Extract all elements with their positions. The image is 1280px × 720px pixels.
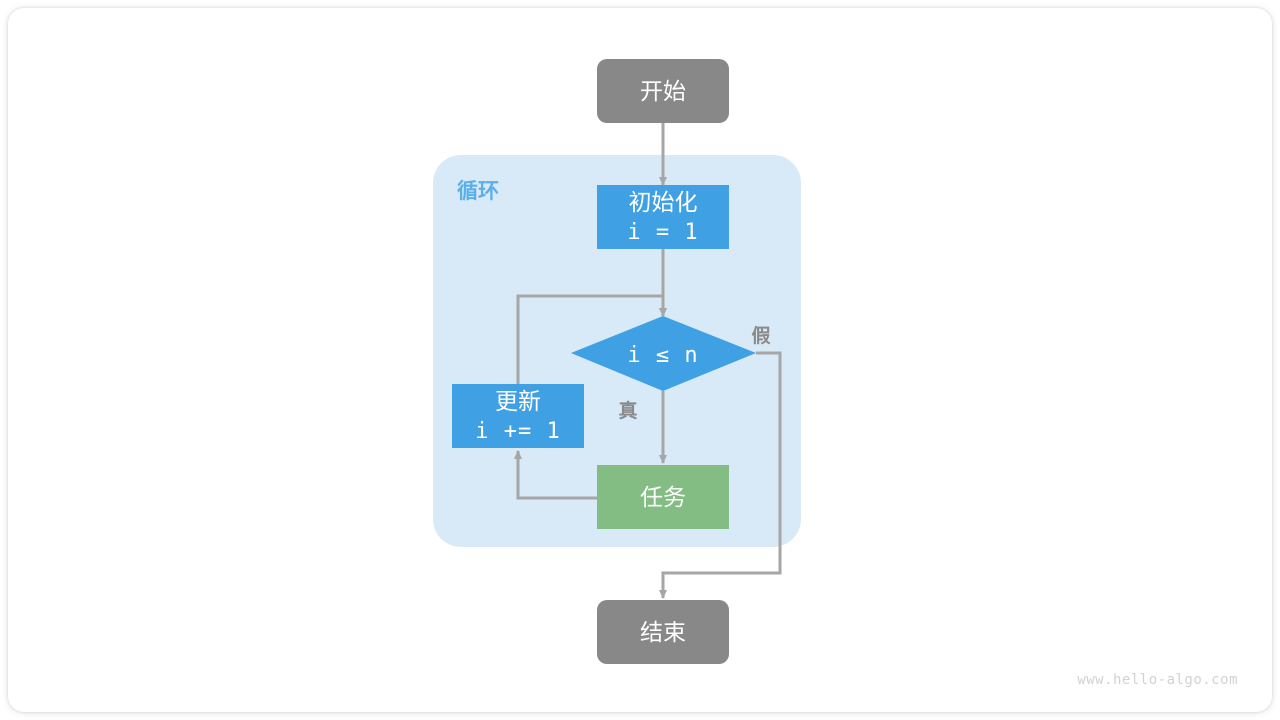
node-init-label: 初始化 — [629, 189, 698, 215]
node-start[interactable]: 开始 — [597, 59, 729, 123]
node-update-code: i += 1 — [475, 419, 560, 444]
node-condition[interactable]: i ≤ n — [571, 316, 756, 391]
branch-label-true: 真 — [618, 399, 637, 422]
node-condition-label: i ≤ n — [627, 343, 698, 368]
edge-update-to-condition — [516, 294, 667, 384]
diagram-card: 循环 开始 初始化 i = 1 — [8, 8, 1272, 712]
edge-condition-false-to-end — [659, 351, 782, 599]
node-end-label: 结束 — [640, 619, 686, 645]
node-start-label: 开始 — [640, 78, 686, 104]
node-update-label: 更新 — [495, 388, 541, 414]
node-init-code: i = 1 — [627, 220, 698, 245]
node-task-label: 任务 — [640, 484, 686, 510]
node-task[interactable]: 任务 — [597, 465, 729, 529]
flowchart-svg: 循环 开始 初始化 i = 1 — [433, 59, 801, 664]
watermark-url: www.hello-algo.com — [1077, 672, 1238, 688]
loop-group-label: 循环 — [457, 179, 499, 203]
node-init[interactable]: 初始化 i = 1 — [597, 185, 729, 249]
node-update[interactable]: 更新 i += 1 — [452, 384, 584, 448]
branch-label-false: 假 — [751, 324, 770, 347]
node-end[interactable]: 结束 — [597, 600, 729, 664]
edge-task-to-update — [514, 450, 597, 500]
